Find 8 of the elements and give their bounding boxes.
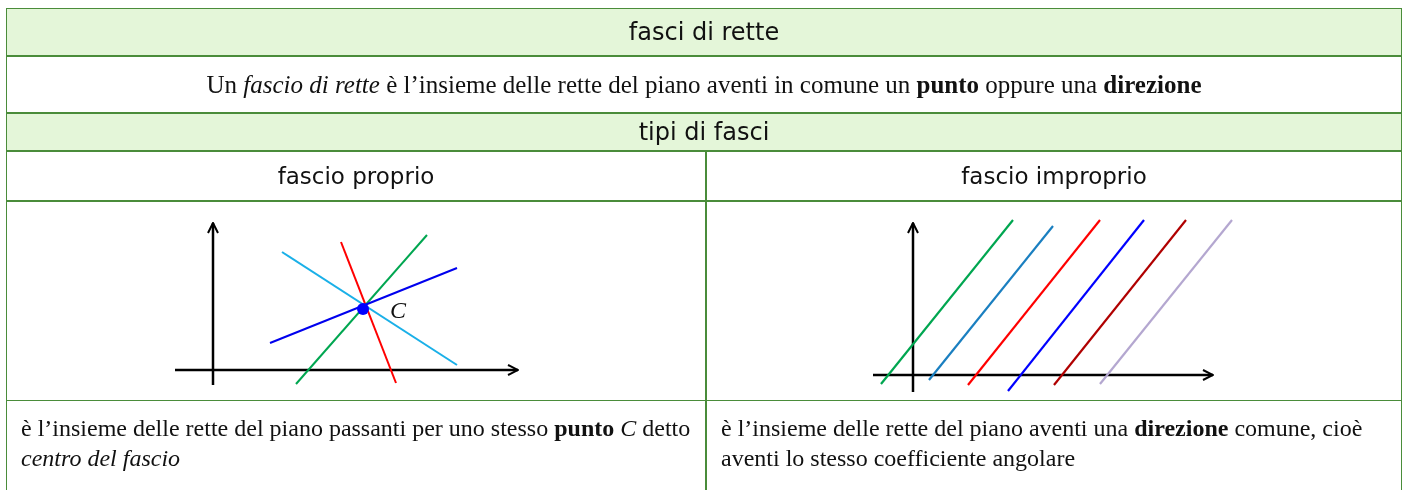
point-label: C: [390, 297, 406, 324]
column-header: fascio proprio: [277, 163, 435, 189]
definition-text: Un fascio di rette è l’insieme delle rette del piano aventi in comune un punto oppure una direzione: [206, 70, 1202, 99]
description-text: è l’insieme delle rette del piano aventi una direzione comune, cioè aventi lo stesso coefficiente angolare: [721, 414, 1364, 473]
description-text: è l’insieme delle rette del piano passanti per uno stesso punto C detto centro del fascio: [21, 414, 692, 473]
table-header: fasci di rette: [628, 18, 780, 46]
column-header: fascio improprio: [961, 163, 1147, 189]
table-header: tipi di fasci: [638, 118, 770, 146]
